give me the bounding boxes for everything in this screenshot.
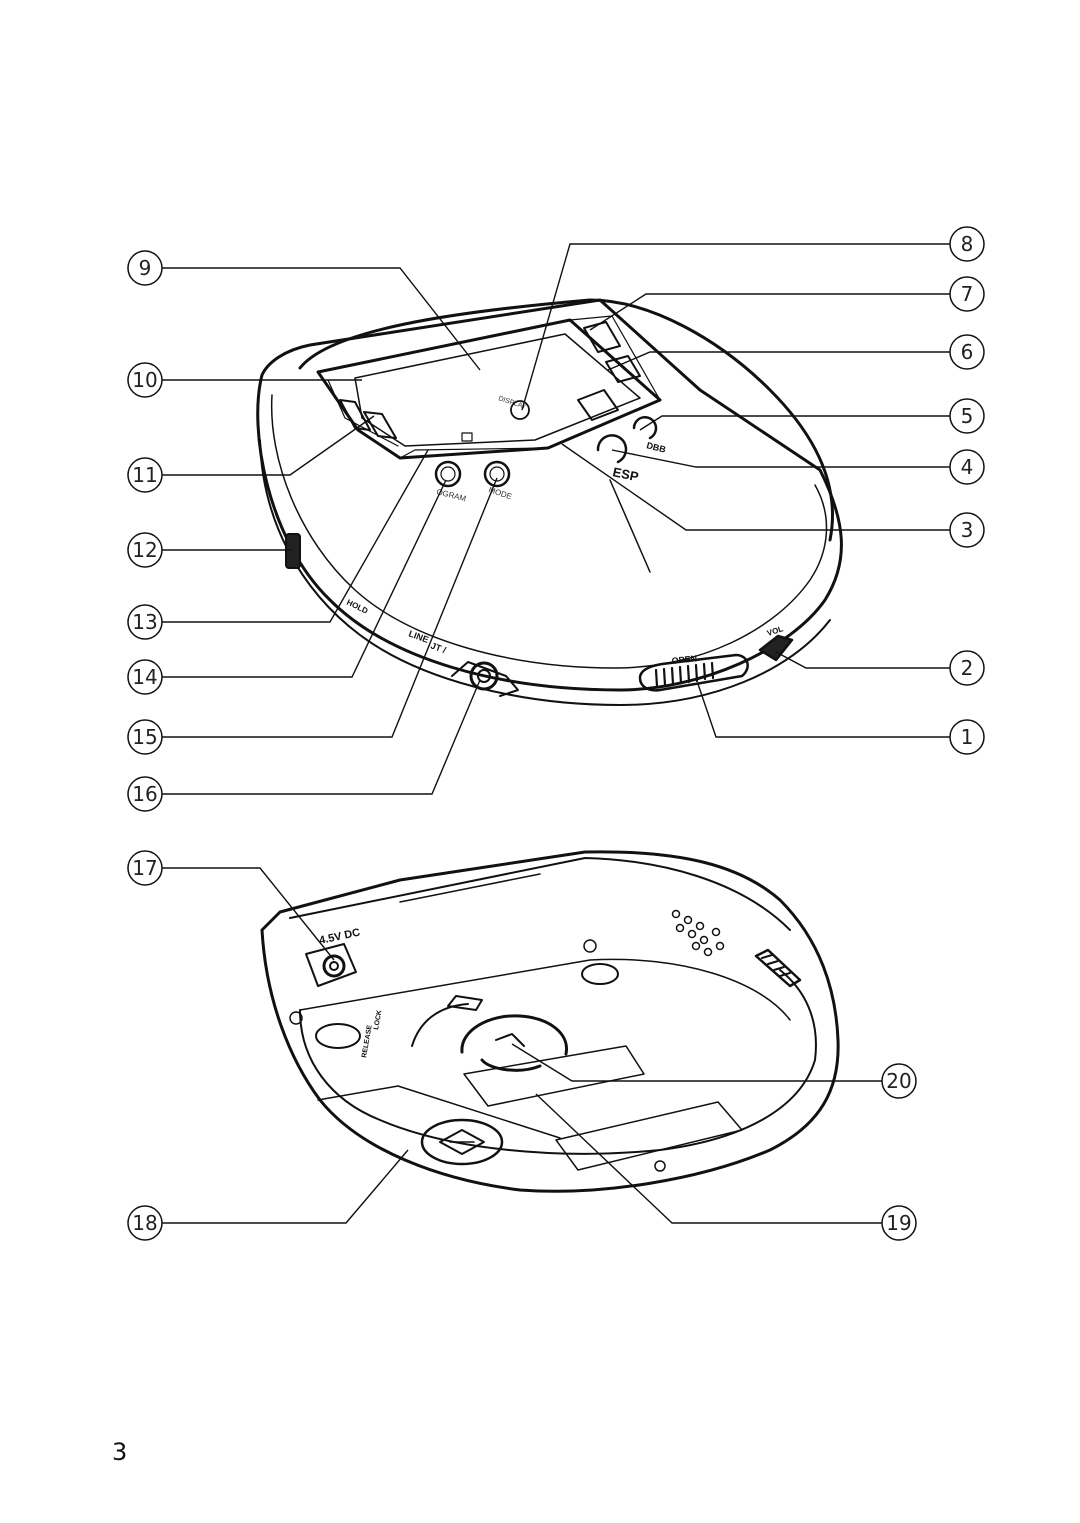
device-lid-edge	[298, 298, 834, 542]
search-button	[605, 355, 641, 383]
rubber-foot	[581, 963, 619, 985]
play-pause-button	[577, 389, 619, 421]
program-button	[434, 460, 462, 488]
battery-door	[317, 1085, 561, 1139]
line-out-label: LINE	[407, 628, 430, 644]
dbb-label: DBB	[646, 440, 668, 455]
svg-text:6: 6	[961, 340, 974, 364]
svg-text:7: 7	[961, 282, 974, 306]
battery-lock	[460, 1014, 568, 1056]
svg-text:5: 5	[961, 404, 974, 428]
callout-2: 2	[949, 650, 985, 686]
esp-label: ESP	[611, 464, 640, 484]
next-button	[363, 411, 397, 439]
base-plate	[299, 969, 817, 1155]
callout-7: 7	[949, 276, 985, 312]
svg-text:11: 11	[132, 463, 157, 487]
svg-text:8: 8	[961, 232, 974, 256]
dbb-button	[632, 415, 658, 440]
stop-button	[461, 432, 473, 442]
svg-text:16: 16	[132, 782, 157, 806]
callout-8: 8	[949, 226, 985, 262]
callout-14: 14	[127, 659, 163, 695]
bottom-view-device	[260, 850, 840, 1193]
svg-text:18: 18	[132, 1211, 157, 1235]
svg-text:13: 13	[132, 610, 157, 634]
prev-button	[339, 399, 371, 431]
callout-20: 20	[881, 1063, 917, 1099]
leader-lines	[162, 243, 950, 1224]
display-frame	[316, 318, 662, 460]
callout-12: 12	[127, 532, 163, 568]
open-slider	[638, 653, 749, 692]
callout-13: 13	[127, 604, 163, 640]
callout-16: 16	[127, 776, 163, 812]
line-out-label-rest: JT /	[429, 640, 447, 655]
callout-4: 4	[949, 449, 985, 485]
volume-wheel	[758, 634, 794, 662]
callout-3: 3	[949, 512, 985, 548]
callout-9: 9	[127, 250, 163, 286]
svg-text:3: 3	[961, 518, 974, 542]
hold-label: HOLD	[345, 598, 370, 616]
svg-text:1: 1	[961, 725, 974, 749]
release-label: RELEASE	[361, 1024, 374, 1058]
svg-text:12: 12	[132, 538, 157, 562]
callout-10: 10	[127, 362, 163, 398]
mode-button	[483, 460, 511, 488]
dc-in-label: 4.5V DC	[318, 927, 361, 947]
svg-text:19: 19	[886, 1211, 911, 1235]
display-window	[354, 333, 641, 447]
top-view-device	[256, 298, 843, 706]
svg-text:9: 9	[139, 256, 152, 280]
vent-holes	[671, 909, 725, 957]
svg-text:4: 4	[961, 455, 974, 479]
device-bottom-rim	[259, 439, 831, 706]
program-label: OGRAM	[436, 487, 468, 503]
base-outer-shell	[260, 850, 840, 1193]
callout-17: 17	[127, 850, 163, 886]
callout-18: 18	[127, 1205, 163, 1241]
page-number: 3	[112, 1438, 128, 1466]
display-button	[510, 400, 530, 420]
rubber-foot	[315, 1023, 361, 1049]
svg-text:20: 20	[886, 1069, 911, 1093]
open-label: OPEN	[671, 653, 697, 666]
svg-text:15: 15	[132, 725, 157, 749]
headphone-jack	[469, 661, 499, 691]
esp-button	[596, 434, 628, 464]
hold-switch	[285, 533, 301, 569]
callout-5: 5	[949, 398, 985, 434]
callouts: 9 10 11 12 13 14 15 16 8 7 6 5 4 3 2 1 1…	[127, 226, 985, 1241]
callout-19: 19	[881, 1205, 917, 1241]
svg-text:14: 14	[132, 665, 157, 689]
device-lid-contour	[270, 394, 828, 669]
callout-1: 1	[949, 719, 985, 755]
type-plate	[463, 1045, 645, 1107]
lock-label: LOCK	[373, 1010, 383, 1031]
svg-text:2: 2	[961, 656, 974, 680]
callout-15: 15	[127, 719, 163, 755]
svg-text:17: 17	[132, 856, 157, 880]
svg-text:10: 10	[132, 368, 157, 392]
dc-in-jack	[322, 954, 346, 978]
callout-11: 11	[127, 457, 163, 493]
callout-6: 6	[949, 334, 985, 370]
